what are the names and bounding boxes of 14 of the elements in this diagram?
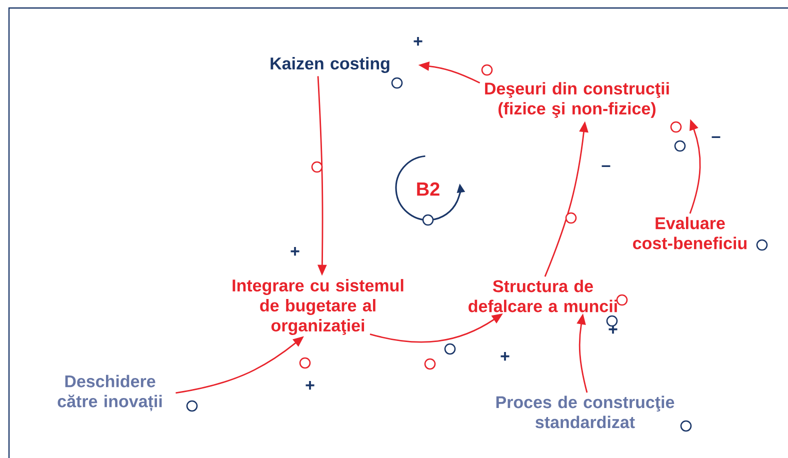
variable-label: Integrare cu sistemul de bugetare al organizaţiei [232,279,404,335]
polarity-sign: + [499,351,511,363]
polarity-sign: – [600,164,612,172]
variable-label: Structura de defalcare a muncii [468,280,617,312]
variable-label: Deşeuri din construcţii (fizice şi non-fizice) [485,82,669,118]
variable-label: Evaluare cost-beneficiu [633,216,746,250]
polarity-sign: + [304,380,316,392]
variable-label: Proces de construcţie standardizat [496,396,674,428]
polarity-sign: – [710,135,722,143]
variable-label: Kaizen costing [270,57,390,73]
polarity-sign: + [412,36,424,48]
polarity-sign: + [289,246,301,258]
loop-label: B2 [417,182,440,196]
variable-label: Deschidere către inovații [58,374,162,412]
